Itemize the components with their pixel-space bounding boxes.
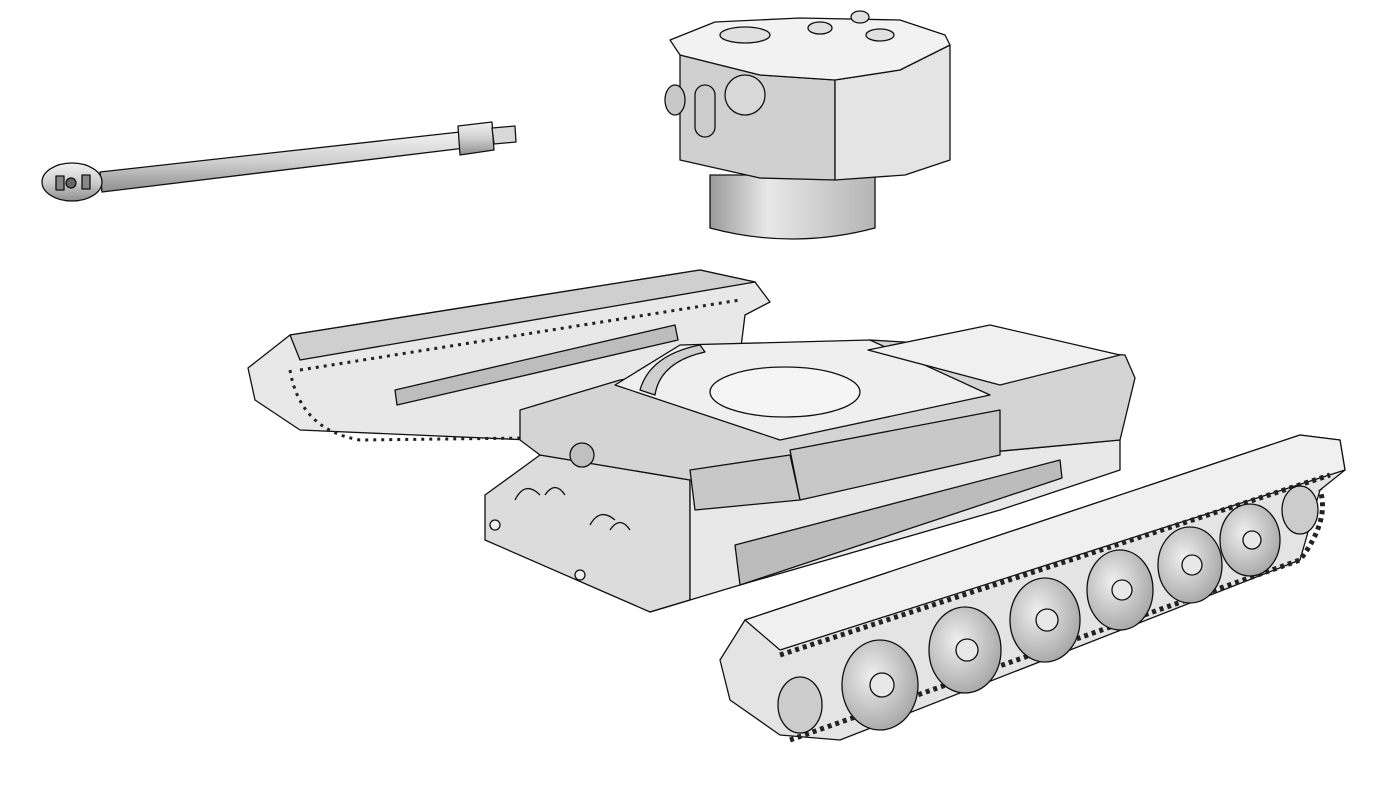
turret[interactable] <box>664 10 951 240</box>
turret-ring-opening <box>709 366 861 418</box>
turret-ring <box>709 174 876 240</box>
hull[interactable] <box>484 324 1136 613</box>
left-track[interactable] <box>247 269 771 442</box>
road-wheels <box>777 485 1319 734</box>
gun-barrel[interactable] <box>41 121 517 202</box>
right-track[interactable] <box>719 434 1346 743</box>
